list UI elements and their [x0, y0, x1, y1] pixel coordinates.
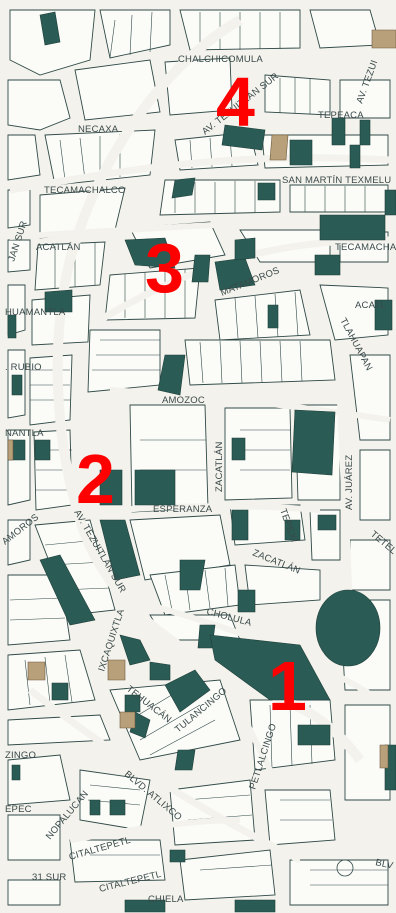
zone-4-label: 4 [216, 63, 255, 141]
street-tecamachalco-right: TECAMACHAL [335, 242, 396, 253]
street-av-juarez: AV. JUÁREZ [344, 455, 355, 510]
zone-1-label: 1 [268, 647, 307, 725]
zone-2-label: 2 [76, 440, 115, 518]
street-nantla: NANTLA [5, 428, 44, 439]
street-zingo: ZINGO [5, 750, 36, 761]
zone-labels: 4 3 2 1 [76, 63, 307, 725]
street-amozoc: AMOZOC [162, 395, 205, 406]
street-esperanza: ESPERANZA [153, 504, 213, 515]
street-tecamachalco-left: TECAMACHALCO [44, 185, 126, 196]
street-zacatlan-vertical: ZACATLÁN [214, 441, 225, 492]
street-epec: EPEC [5, 804, 32, 815]
street-chiela: CHIELA [148, 894, 184, 905]
street-tepeaca: TEPEACA [318, 110, 364, 121]
highlighted-parcels [7, 11, 396, 913]
roundabout-marker [336, 859, 354, 877]
street-huamantla: HUAMANTLA [5, 307, 66, 318]
tan-parcels [7, 29, 396, 769]
street-chalchicomula: CHALCHICOMULA [178, 54, 263, 65]
street-blv-right: BLV [374, 857, 394, 872]
street-acatlan-right: ACATL [355, 300, 386, 311]
lot-lines [9, 11, 388, 886]
street-san-martin: SAN MARTÍN TEXMELU [282, 175, 391, 186]
zone-3-label: 3 [145, 229, 184, 307]
street-rubio: . RUBIO [5, 362, 42, 373]
street-acatlan-left: ACATLÁN [36, 242, 81, 253]
street-31-sur: 31 SUR [32, 872, 66, 883]
street-necaxa: NECAXA [78, 124, 119, 135]
